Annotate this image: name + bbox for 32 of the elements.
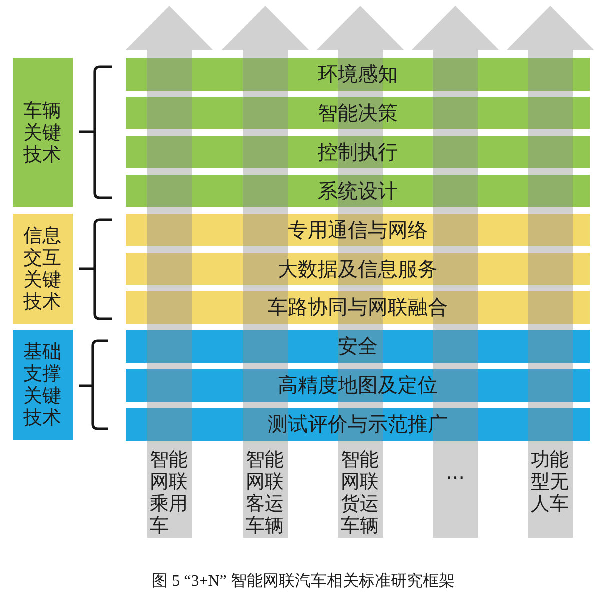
band-label: 控制执行 bbox=[317, 138, 399, 166]
vehicle-type-label: 智能网联货运车辆 bbox=[341, 449, 380, 537]
category-label: 车辆关键技术 bbox=[24, 100, 62, 166]
band-label: 环境感知 bbox=[317, 61, 399, 88]
technology-band bbox=[126, 174, 590, 208]
band-label: 高精度地图及定位 bbox=[277, 372, 439, 400]
technology-band bbox=[126, 96, 590, 130]
figure-caption: 图 5 “3+N” 智能网联汽车相关标准研究框架 bbox=[151, 572, 456, 592]
category-box bbox=[13, 58, 73, 207]
band-label: 系统设计 bbox=[317, 178, 399, 205]
technology-band bbox=[126, 369, 590, 402]
technology-band bbox=[126, 291, 590, 324]
technology-band bbox=[126, 58, 590, 90]
vehicle-type-label: 功能型无人车 bbox=[531, 449, 570, 515]
technology-band bbox=[126, 330, 590, 363]
category-label: 基础支撑关键技术 bbox=[24, 341, 62, 429]
band-label: 大数据及信息服务 bbox=[277, 256, 439, 282]
vehicle-type-label: 智能网联客运车辆 bbox=[246, 449, 285, 537]
technology-band bbox=[126, 252, 590, 285]
category-box bbox=[13, 214, 73, 324]
band-label: 安全 bbox=[337, 333, 379, 360]
vehicle-type-label: 智能网联乘用车 bbox=[150, 449, 189, 537]
technology-band bbox=[126, 136, 590, 168]
technology-band bbox=[126, 214, 590, 246]
vehicle-type-label: … bbox=[444, 462, 466, 484]
band-label: 智能决策 bbox=[317, 100, 399, 127]
band-label: 专用通信与网络 bbox=[287, 216, 429, 244]
technology-band bbox=[126, 408, 590, 441]
band-label: 车路协同与网联融合 bbox=[267, 294, 449, 322]
category-box bbox=[13, 330, 73, 440]
band-label: 测试评价与示范推广 bbox=[267, 411, 449, 438]
category-label: 信息交互关键技术 bbox=[24, 225, 62, 313]
